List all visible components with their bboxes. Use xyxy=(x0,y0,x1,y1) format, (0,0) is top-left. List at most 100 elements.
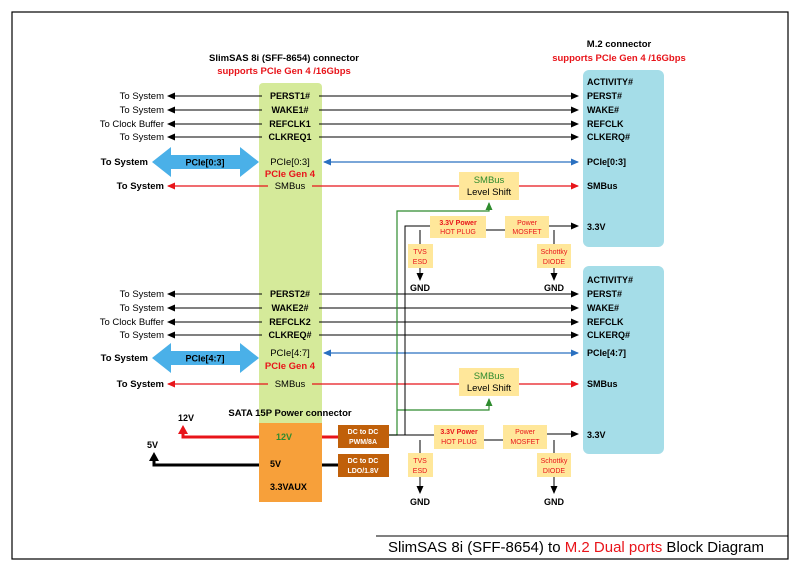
mosfet-line1: Power xyxy=(515,429,536,436)
12v-input-wire xyxy=(181,433,259,439)
slimsas-pin-label: CLKREQ1 xyxy=(268,132,311,142)
port2-pcie-arrow xyxy=(152,343,259,373)
m2-pin-label: REFCLK xyxy=(587,119,624,129)
12v-arrow-icon xyxy=(178,425,188,434)
slimsas-pin-label: PERST2# xyxy=(270,289,310,299)
port1-left-labels: To System To System To Clock Buffer To S… xyxy=(100,91,164,192)
m2-port2-pins: ACTIVITY# PERST# WAKE# REFCLK CLKERQ# PC… xyxy=(587,275,633,440)
port1-target-label: To System xyxy=(120,91,164,102)
mosfet-line2: MOSFET xyxy=(512,229,542,236)
port2-target-label: To System xyxy=(120,330,164,341)
dcdc-pwm-box xyxy=(338,425,389,448)
5v-input-wire xyxy=(152,460,259,467)
tvs-box xyxy=(408,244,433,268)
slimsas-pin-label: REFCLK1 xyxy=(269,119,311,129)
schottky-box xyxy=(537,453,571,477)
port2-pcie-target: To System xyxy=(101,353,148,364)
slimsas-title: SlimSAS 8i (SFF-8654) connector xyxy=(209,53,359,64)
level-shift-line2: Level Shift xyxy=(467,383,512,394)
gnd-label: GND xyxy=(544,497,565,507)
gnd-label: GND xyxy=(544,283,565,293)
m2-pin-label: PERST# xyxy=(587,289,622,299)
12v-input-label: 12V xyxy=(178,413,194,423)
slimsas-smbus-label: SMBus xyxy=(275,379,306,390)
diagram-frame xyxy=(11,11,789,560)
slimsas-port2-pins: PERST2# WAKE2# REFCLK2 CLKREQ# PCIe[4:7]… xyxy=(262,287,319,390)
dcdc-ldo-box xyxy=(338,454,389,477)
slimsas-pin-label: WAKE2# xyxy=(271,303,308,313)
footer-highlight: M.2 Dual ports xyxy=(565,539,663,556)
sata-rail-label: 5V xyxy=(270,459,281,469)
dcdc-ldo-line1: DC to DC xyxy=(348,458,379,465)
m2-subtitle: supports PCIe Gen 4 /16Gbps xyxy=(552,53,686,64)
port1-pcie-target: To System xyxy=(101,157,148,168)
footer-title: SlimSAS 8i (SFF-8654) to M.2 Dual ports … xyxy=(388,539,764,556)
m2-power-label: 3.3V xyxy=(587,222,606,232)
sata-power: SATA 15P Power connector 12V 5V 3.3VAUX … xyxy=(147,408,389,502)
circuit1: SMBus Level Shift 3.3V Power HOT PLUG Po… xyxy=(408,172,571,293)
port2-pcie-arrow-label: PCIe[4:7] xyxy=(185,354,224,364)
m2-connector-2 xyxy=(583,266,664,454)
slimsas-pcie-label: PCIe[4:7] xyxy=(270,348,310,359)
port2-target-label: To System xyxy=(120,303,164,314)
port2-target-label: To System xyxy=(120,289,164,300)
port1-pcie-arrow xyxy=(152,147,259,177)
m2-smbus-label: SMBus xyxy=(587,379,618,389)
mosfet-box xyxy=(503,425,547,449)
tvs-line1: TVS xyxy=(413,249,427,256)
footer-prefix: SlimSAS 8i (SFF-8654) to xyxy=(388,539,565,556)
m2-power-label: 3.3V xyxy=(587,430,606,440)
slimsas-pin-label: WAKE1# xyxy=(271,105,308,115)
dcdc-pwm-line2: PWM/8A xyxy=(349,439,377,446)
slimsas-port1-pins: PERST1# WAKE1# REFCLK1 CLKREQ1 PCIe[0:3]… xyxy=(262,89,319,192)
tvs-line2: ESD xyxy=(413,468,427,475)
slimsas-pin-label: REFCLK2 xyxy=(269,317,311,327)
mosfet-line2: MOSFET xyxy=(510,439,540,446)
port1-target-label: To System xyxy=(120,132,164,143)
m2-pin-label: WAKE# xyxy=(587,303,619,313)
port2-smbus-target: To System xyxy=(117,379,164,390)
level-shift-line1: SMBus xyxy=(474,371,505,382)
level-shift-box xyxy=(459,172,519,200)
port1-signal-lines xyxy=(167,92,579,141)
hotplug-line1: 3.3V Power xyxy=(439,220,477,227)
m2-pin-label: ACTIVITY# xyxy=(587,275,633,285)
m2-pin-label: REFCLK xyxy=(587,317,624,327)
m2-connector-1 xyxy=(583,70,664,247)
slimsas-smbus-label: SMBus xyxy=(275,181,306,192)
level-shift-box xyxy=(459,368,519,396)
hotplug-box xyxy=(430,216,486,238)
port1-target-label: To Clock Buffer xyxy=(100,119,164,130)
port1-smbus-target: To System xyxy=(117,181,164,192)
schottky-line2: DIODE xyxy=(543,259,566,266)
slimsas-subtitle: supports PCIe Gen 4 /16Gbps xyxy=(217,66,351,77)
dcdc-pwm-line1: DC to DC xyxy=(348,429,379,436)
port2-left-labels: To System To System To Clock Buffer To S… xyxy=(100,289,164,390)
m2-pin-label: PERST# xyxy=(587,91,622,101)
5v-input-label: 5V xyxy=(147,440,158,450)
hotplug-box xyxy=(434,425,484,449)
tvs-box xyxy=(408,453,433,477)
gnd-label: GND xyxy=(410,283,431,293)
schottky-box xyxy=(537,244,571,268)
slimsas-pin-label: PERST1# xyxy=(270,91,310,101)
level-shift-line1: SMBus xyxy=(474,175,505,186)
mosfet-box xyxy=(505,216,549,238)
m2-title: M.2 connector xyxy=(587,39,652,50)
m2-smbus-label: SMBus xyxy=(587,181,618,191)
sata-rail-label: 12V xyxy=(276,432,292,442)
gnd-label: GND xyxy=(410,497,431,507)
sata-title: SATA 15P Power connector xyxy=(228,408,351,419)
sata-rail-label: 3.3VAUX xyxy=(270,482,307,492)
m2-pcie-label: PCIe[4:7] xyxy=(587,348,626,358)
m2-port1-pins: ACTIVITY# PERST# WAKE# REFCLK CLKERQ# PC… xyxy=(587,77,633,232)
port2-signal-lines xyxy=(167,290,579,339)
port2-target-label: To Clock Buffer xyxy=(100,317,164,328)
slimsas-gen-label: PCIe Gen 4 xyxy=(265,361,316,372)
slimsas-pcie-label: PCIe[0:3] xyxy=(270,157,310,168)
m2-pin-label: WAKE# xyxy=(587,105,619,115)
schottky-line1: Schottky xyxy=(541,458,568,465)
tvs-line1: TVS xyxy=(413,458,427,465)
